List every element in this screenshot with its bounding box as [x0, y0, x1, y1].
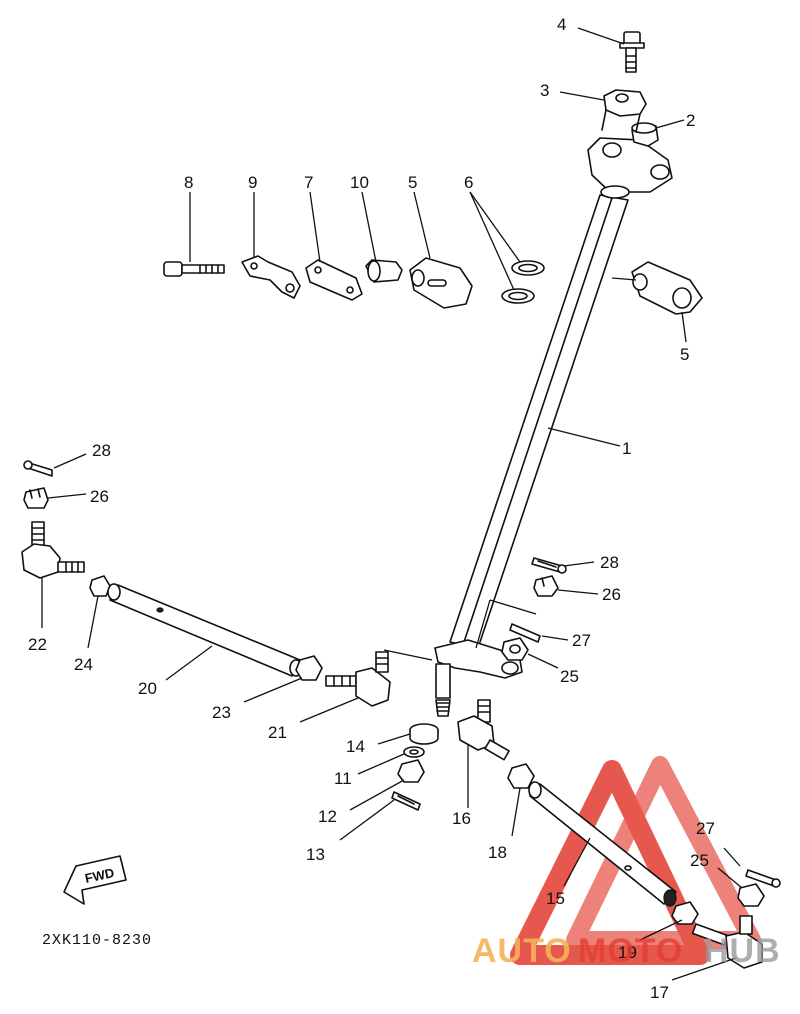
label-28-left: 28 — [92, 441, 111, 460]
part-22-tie-rod-end-left — [21, 521, 85, 579]
label-18: 18 — [488, 843, 507, 862]
part-21-tie-rod-end — [325, 651, 391, 707]
drawing-code: 2XK110-8230 — [42, 932, 152, 949]
label-26-right: 26 — [602, 585, 621, 604]
part-24-nut — [89, 575, 111, 597]
label-8: 8 — [184, 173, 193, 192]
part-25-nut — [501, 637, 529, 661]
label-23: 23 — [212, 703, 231, 722]
fwd-arrow-badge: FWD — [63, 855, 127, 905]
label-6: 6 — [464, 173, 473, 192]
label-19: 19 — [618, 943, 637, 962]
label-16: 16 — [452, 809, 471, 828]
part-9-lock-plate — [241, 255, 301, 299]
part-3-clamp — [601, 89, 647, 133]
part-8-bolt — [163, 261, 225, 277]
part-25-nut-lower — [737, 883, 765, 907]
label-15: 15 — [546, 889, 565, 908]
part-18-nut — [507, 763, 535, 789]
part-28-cotter-pin-left — [23, 460, 53, 477]
label-27-lower: 27 — [696, 819, 715, 838]
label-5-left: 5 — [408, 173, 417, 192]
part-27-cotter-pin-lower — [745, 869, 781, 888]
part-10-collar — [365, 259, 403, 283]
part-11-washer — [403, 746, 425, 758]
label-4: 4 — [557, 15, 566, 34]
part-12-nut — [397, 759, 425, 783]
label-14: 14 — [346, 737, 365, 756]
label-1: 1 — [622, 439, 631, 458]
part-4-bolt — [619, 31, 645, 73]
part-14-bushing — [409, 723, 439, 745]
label-13: 13 — [306, 845, 325, 864]
part-26-castle-nut-right — [533, 575, 559, 597]
label-3: 3 — [540, 81, 549, 100]
label-20: 20 — [138, 679, 157, 698]
label-24: 24 — [74, 655, 93, 674]
part-20-tie-rod-left — [107, 583, 303, 677]
part-15-tie-rod-right — [528, 781, 677, 907]
part-19-nut — [671, 901, 699, 925]
watermark-hub: HUB — [704, 932, 781, 970]
label-28-right: 28 — [600, 553, 619, 572]
part-27-cotter-pin — [509, 623, 541, 643]
part-2-bushing — [631, 122, 659, 147]
label-25-lower: 25 — [690, 851, 709, 870]
part-labels: 4 3 2 8 9 7 10 5 6 5 1 28 26 22 24 20 23… — [28, 15, 715, 1002]
part-7-plate — [305, 259, 363, 301]
label-10: 10 — [350, 173, 369, 192]
watermark-moto: MOTO — [578, 932, 683, 970]
label-12: 12 — [318, 807, 337, 826]
part-5-clamp-right — [631, 261, 703, 315]
leader-lines — [41, 27, 743, 981]
part-5-clamp-left — [409, 257, 473, 309]
label-5-right: 5 — [680, 345, 689, 364]
label-9: 9 — [248, 173, 257, 192]
fwd-text: FWD — [84, 865, 116, 886]
label-17: 17 — [650, 983, 669, 1002]
part-6-bushings — [501, 260, 545, 304]
part-16-tie-rod-end — [457, 699, 510, 761]
label-11: 11 — [334, 769, 352, 788]
label-7: 7 — [304, 173, 313, 192]
part-13-cotter-pin — [391, 791, 421, 811]
part-28-cotter-pin-right — [531, 557, 567, 574]
label-2: 2 — [686, 111, 695, 130]
part-26-castle-nut-left — [23, 487, 49, 509]
label-22: 22 — [28, 635, 47, 654]
label-27-upper: 27 — [572, 631, 591, 650]
label-25-upper: 25 — [560, 667, 579, 686]
label-26-left: 26 — [90, 487, 109, 506]
watermark-text: AUTO MOTO HUB — [472, 932, 781, 970]
steering-column — [434, 137, 673, 717]
label-21: 21 — [268, 723, 287, 742]
part-23-nut — [295, 655, 323, 681]
watermark-auto: AUTO — [472, 932, 572, 970]
